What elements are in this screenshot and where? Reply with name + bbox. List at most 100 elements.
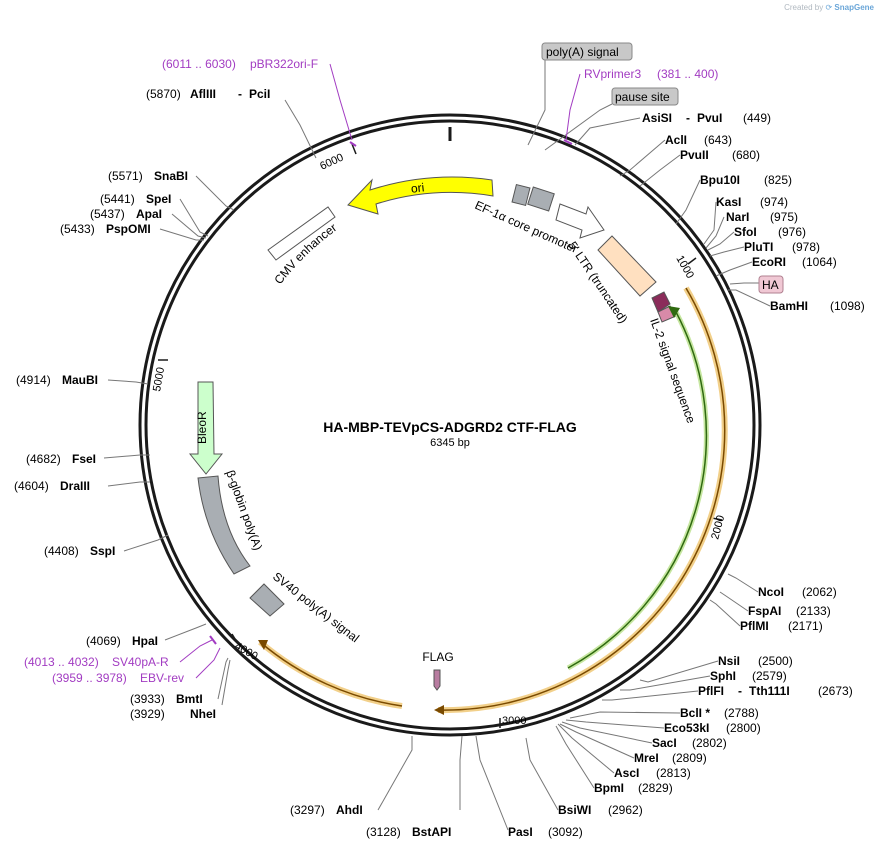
sv40-feature[interactable]	[249, 583, 285, 617]
site-bmti-pos: (3933)	[130, 692, 165, 706]
site-bmti[interactable]: BmtI	[176, 692, 203, 706]
site-nhei-pos: (3929)	[130, 707, 165, 721]
site-bcli[interactable]: BclI *	[680, 706, 710, 720]
il2-label: IL-2 signal sequence	[647, 316, 698, 425]
site-maubi[interactable]: MauBI	[62, 373, 98, 387]
primer-bar-sv40pa	[209, 635, 217, 645]
site-tth111i[interactable]: Tth111I	[749, 684, 790, 698]
primer-ebvrev-name[interactable]: EBV-rev	[140, 671, 184, 685]
primer-pbr322-name[interactable]: pBR322ori-F	[250, 57, 318, 71]
orange-arc-left-head	[258, 640, 268, 650]
site-ecori[interactable]: EcoRI	[752, 255, 786, 269]
site-bpmi-pos: (2829)	[638, 781, 673, 795]
site-asci-pos: (2813)	[656, 766, 691, 780]
site-pasi[interactable]: PasI	[508, 825, 533, 839]
site-afliii[interactable]: AflIII	[190, 87, 216, 101]
site-pvui[interactable]: PvuI	[697, 111, 722, 125]
backbone-inner	[144, 119, 756, 731]
site-hpai[interactable]: HpaI	[132, 634, 158, 648]
site-nari[interactable]: NarI	[726, 210, 749, 224]
cmv-enhancer-feature[interactable]	[267, 206, 336, 261]
ef1a-grey-box-1[interactable]	[511, 183, 531, 207]
site-bpmi[interactable]: BpmI	[594, 781, 624, 795]
site-draiii[interactable]: DraIII	[60, 479, 90, 493]
orange-arc-right-line	[437, 287, 726, 711]
bleor-arrow[interactable]	[188, 381, 224, 475]
primer-leaders	[179, 63, 581, 679]
site-bsiwi[interactable]: BsiWI	[558, 803, 591, 817]
site-bstapi-pos: (3128)	[366, 825, 401, 839]
primer-rvprimer3-range[interactable]: (381 .. 400)	[657, 67, 718, 81]
orange-arc-right[interactable]	[437, 286, 728, 714]
site-bamhi[interactable]: BamHI	[770, 299, 808, 313]
ef1a-promoter-arrow[interactable]	[555, 203, 605, 239]
site-tth111i-dash: -	[738, 684, 742, 698]
site-mrei[interactable]: MreI	[634, 751, 659, 765]
site-eco53ki[interactable]: Eco53kI	[664, 721, 709, 735]
primer-pbr322-range[interactable]: (6011 .. 6030)	[162, 57, 236, 71]
site-apai[interactable]: ApaI	[136, 207, 162, 221]
site-pspomi[interactable]: PspOMI	[106, 222, 151, 236]
primer-sv40pa-range[interactable]: (4013 .. 4032)	[24, 655, 99, 669]
badge-ha-bg	[758, 275, 784, 294]
site-ncoi[interactable]: NcoI	[758, 585, 784, 599]
site-pvui-dash: -	[686, 111, 690, 125]
leader-lines	[103, 60, 771, 831]
ori-arrow[interactable]	[347, 176, 494, 215]
il2-feature[interactable]	[651, 291, 671, 313]
primer-sv40pa-name[interactable]: SV40pA-R	[112, 655, 169, 669]
site-bsiwi-pos: (2962)	[608, 803, 643, 817]
site-fspai[interactable]: FspAI	[748, 604, 781, 618]
site-pvui-pos: (449)	[743, 111, 771, 125]
site-sphi[interactable]: SphI	[710, 669, 736, 683]
site-bstapi[interactable]: BstAPI	[412, 825, 451, 839]
primer-ebvrev-range[interactable]: (3959 .. 3978)	[52, 671, 127, 685]
site-eco53ki-pos: (2800)	[726, 721, 761, 735]
orange-arc-left[interactable]	[258, 639, 403, 709]
site-nsii[interactable]: NsiI	[718, 654, 740, 668]
credit-prefix: Created by	[784, 3, 824, 12]
tick-6000: 6000	[318, 151, 345, 172]
site-ahdi-pos: (3297)	[290, 803, 325, 817]
tick-3000: 3000	[502, 715, 526, 727]
tick-1000: 1000	[673, 254, 696, 281]
ori-label: ori	[410, 180, 425, 195]
site-saci[interactable]: SacI	[652, 736, 677, 750]
site-nhei[interactable]: NheI	[190, 707, 216, 721]
flag-feature[interactable]	[433, 669, 441, 691]
primer-rvprimer3-name[interactable]: RVprimer3	[584, 67, 641, 81]
flag-label: FLAG	[422, 650, 453, 664]
ltr-feature[interactable]	[597, 235, 657, 297]
site-ahdi[interactable]: AhdI	[336, 803, 363, 817]
ef1a-grey-box-2[interactable]	[527, 186, 555, 212]
badge-polya-bg	[541, 42, 633, 61]
site-fsei[interactable]: FseI	[72, 452, 96, 466]
site-pflfi[interactable]: PflFI	[698, 684, 724, 698]
site-snabi[interactable]: SnaBI	[154, 169, 188, 183]
site-pvuii[interactable]: PvuII	[680, 148, 709, 162]
site-asci[interactable]: AscI	[614, 766, 639, 780]
site-labels-left: (3933) BmtI (3929) NheI (4069) HpaI (440…	[14, 87, 270, 721]
beta-globin-feature[interactable]	[197, 475, 251, 575]
site-bcli-pos: (2788)	[724, 706, 759, 720]
backbone-outer	[138, 113, 762, 737]
site-maubi-pos: (4914)	[16, 373, 51, 387]
snapgene-logo-icon: ⟳	[825, 3, 833, 12]
site-pluti[interactable]: PluTI	[744, 240, 773, 254]
site-sfoi[interactable]: SfoI	[734, 225, 757, 239]
site-acli[interactable]: AclI	[665, 133, 687, 147]
site-pcii[interactable]: PciI	[249, 87, 270, 101]
site-tth111i-pos: (2673)	[818, 684, 853, 698]
site-pflmi-pos: (2171)	[788, 619, 823, 633]
site-pflmi[interactable]: PflMI	[740, 619, 769, 633]
site-bpu10i[interactable]: Bpu10I	[700, 173, 740, 187]
badge-ha[interactable]: HA	[762, 278, 779, 292]
site-sspi[interactable]: SspI	[90, 544, 115, 558]
site-kasi[interactable]: KasI	[716, 195, 741, 209]
site-spei[interactable]: SpeI	[146, 192, 171, 206]
site-nsii-pos: (2500)	[758, 654, 793, 668]
badge-pause-site[interactable]: pause site	[615, 90, 670, 104]
site-asisi[interactable]: AsiSI	[642, 111, 672, 125]
badge-polya-signal[interactable]: poly(A) signal	[546, 45, 619, 59]
site-hpai-pos: (4069)	[86, 634, 121, 648]
